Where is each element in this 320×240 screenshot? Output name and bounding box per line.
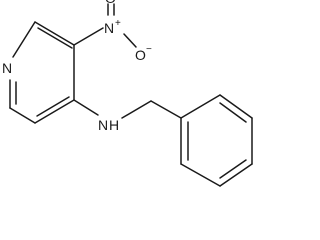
bond-c2-c3-inner bbox=[37, 27, 73, 49]
nitro-nitrogen-charge: + bbox=[115, 18, 121, 29]
structural-formula: N N + O O − N H bbox=[2, 0, 253, 187]
pyridine-ring: N bbox=[2, 21, 75, 124]
nitro-oxygen-single-charge: − bbox=[146, 44, 152, 55]
bond-nitro-n-o-single bbox=[123, 33, 137, 48]
ring-nitrogen-label: N bbox=[2, 60, 12, 76]
bond-c4-amine-n bbox=[73, 99, 99, 116]
nitro-oxygen-double-label: O bbox=[105, 0, 116, 6]
bond-c3-nitro-n bbox=[73, 27, 104, 46]
bond-amine-n-ch2 bbox=[121, 100, 152, 119]
bond-c5-c6 bbox=[9, 107, 36, 124]
bond-c4-c5-inner bbox=[36, 96, 70, 117]
bond-ph-4-5 bbox=[219, 163, 253, 187]
nitro-nitrogen-label: N bbox=[104, 20, 114, 36]
amine-nitrogen-label: N bbox=[98, 117, 108, 133]
phenyl-ring bbox=[180, 94, 253, 187]
bond-ph-4-5-inner bbox=[219, 159, 247, 179]
bond-ph-5-6 bbox=[180, 163, 221, 187]
nitro-oxygen-single-label: O bbox=[135, 47, 146, 63]
benzylamine-linker: N H bbox=[73, 99, 182, 133]
bond-ch2-phenyl bbox=[150, 100, 182, 119]
bond-ph-2-3-inner bbox=[219, 102, 247, 123]
amine-hydrogen-label: H bbox=[109, 117, 119, 133]
bond-n1-c2 bbox=[12, 21, 36, 58]
nitro-group: N + O O − bbox=[73, 0, 152, 63]
bond-ph-2-3 bbox=[219, 94, 253, 119]
bond-c2-c3 bbox=[34, 21, 75, 46]
bond-c4-c5 bbox=[34, 99, 75, 124]
bond-ph-1-2 bbox=[180, 94, 221, 119]
molecule-drawing: N N + O O − N H bbox=[2, 0, 253, 187]
